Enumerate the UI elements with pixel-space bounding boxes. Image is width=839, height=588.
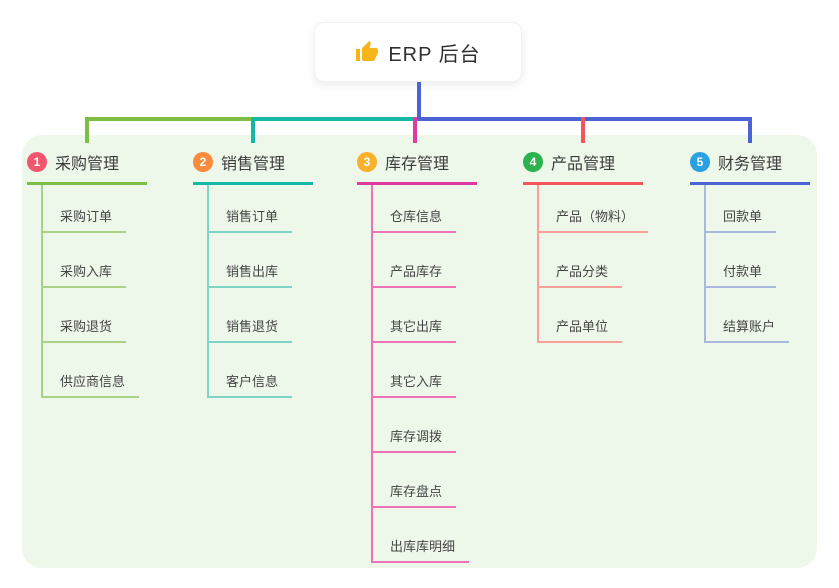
branch-number-badge: 4 bbox=[523, 152, 543, 172]
branch-4: 4 产品管理产品（物料）产品分类产品单位 bbox=[523, 150, 649, 343]
branch-children-list: 回款单付款单结算账户 bbox=[704, 185, 810, 343]
branch-drop-line-1 bbox=[85, 117, 89, 143]
branch-drop-line-2 bbox=[251, 117, 255, 143]
child-node[interactable]: 出库库明细 bbox=[373, 508, 470, 563]
bus-segment-2 bbox=[251, 117, 417, 121]
child-node[interactable]: 结算账户 bbox=[706, 288, 790, 343]
child-node[interactable]: 采购订单 bbox=[43, 185, 127, 233]
branch-label: 产品管理 bbox=[551, 156, 616, 173]
child-node[interactable]: 库存调拨 bbox=[373, 398, 457, 453]
child-node[interactable]: 销售订单 bbox=[209, 185, 293, 233]
branch-label: 采购管理 bbox=[55, 156, 120, 173]
child-node[interactable]: 客户信息 bbox=[209, 343, 293, 398]
branch-children-list: 产品（物料）产品分类产品单位 bbox=[537, 185, 649, 343]
root-connector-line bbox=[417, 82, 421, 121]
branch-drop-line-4 bbox=[581, 117, 585, 143]
child-node[interactable]: 库存盘点 bbox=[373, 453, 457, 508]
child-node[interactable]: 其它入库 bbox=[373, 343, 457, 398]
branch-label: 销售管理 bbox=[221, 156, 286, 173]
child-node[interactable]: 回款单 bbox=[706, 185, 777, 233]
branch-title-5[interactable]: 5 财务管理 bbox=[690, 150, 810, 185]
thumbs-up-icon bbox=[356, 41, 379, 61]
child-node[interactable]: 产品分类 bbox=[539, 233, 623, 288]
branch-title-2[interactable]: 2 销售管理 bbox=[193, 150, 313, 185]
child-node[interactable]: 产品单位 bbox=[539, 288, 623, 343]
child-node[interactable]: 采购退货 bbox=[43, 288, 127, 343]
branch-title-4[interactable]: 4 产品管理 bbox=[523, 150, 643, 185]
branch-label: 财务管理 bbox=[718, 156, 783, 173]
branch-3: 3 库存管理仓库信息产品库存其它出库其它入库库存调拨库存盘点出库库明细 bbox=[357, 150, 477, 563]
child-node[interactable]: 付款单 bbox=[706, 233, 777, 288]
branch-label: 库存管理 bbox=[385, 156, 450, 173]
branch-title-3[interactable]: 3 库存管理 bbox=[357, 150, 477, 185]
branch-number-badge: 1 bbox=[27, 152, 47, 172]
mindmap-panel bbox=[22, 135, 817, 568]
child-node[interactable]: 销售退货 bbox=[209, 288, 293, 343]
branch-number-badge: 2 bbox=[193, 152, 213, 172]
branch-drop-line-3 bbox=[413, 117, 417, 143]
branch-children-list: 仓库信息产品库存其它出库其它入库库存调拨库存盘点出库库明细 bbox=[371, 185, 477, 563]
branch-1: 1 采购管理采购订单采购入库采购退货供应商信息 bbox=[27, 150, 147, 398]
branch-children-list: 销售订单销售出库销售退货客户信息 bbox=[207, 185, 313, 398]
child-node[interactable]: 供应商信息 bbox=[43, 343, 140, 398]
branch-children-list: 采购订单采购入库采购退货供应商信息 bbox=[41, 185, 147, 398]
root-node[interactable]: ERP 后台 bbox=[314, 22, 522, 82]
branch-number-badge: 5 bbox=[690, 152, 710, 172]
child-node[interactable]: 产品（物料） bbox=[539, 185, 649, 233]
branch-2: 2 销售管理销售订单销售出库销售退货客户信息 bbox=[193, 150, 313, 398]
child-node[interactable]: 仓库信息 bbox=[373, 185, 457, 233]
branch-drop-line-5 bbox=[748, 117, 752, 143]
child-node[interactable]: 销售出库 bbox=[209, 233, 293, 288]
child-node[interactable]: 其它出库 bbox=[373, 288, 457, 343]
branch-5: 5 财务管理回款单付款单结算账户 bbox=[690, 150, 810, 343]
child-node[interactable]: 产品库存 bbox=[373, 233, 457, 288]
branch-title-1[interactable]: 1 采购管理 bbox=[27, 150, 147, 185]
root-node-label: ERP 后台 bbox=[388, 43, 481, 66]
branch-number-badge: 3 bbox=[357, 152, 377, 172]
bus-segment-1 bbox=[85, 117, 251, 121]
child-node[interactable]: 采购入库 bbox=[43, 233, 127, 288]
